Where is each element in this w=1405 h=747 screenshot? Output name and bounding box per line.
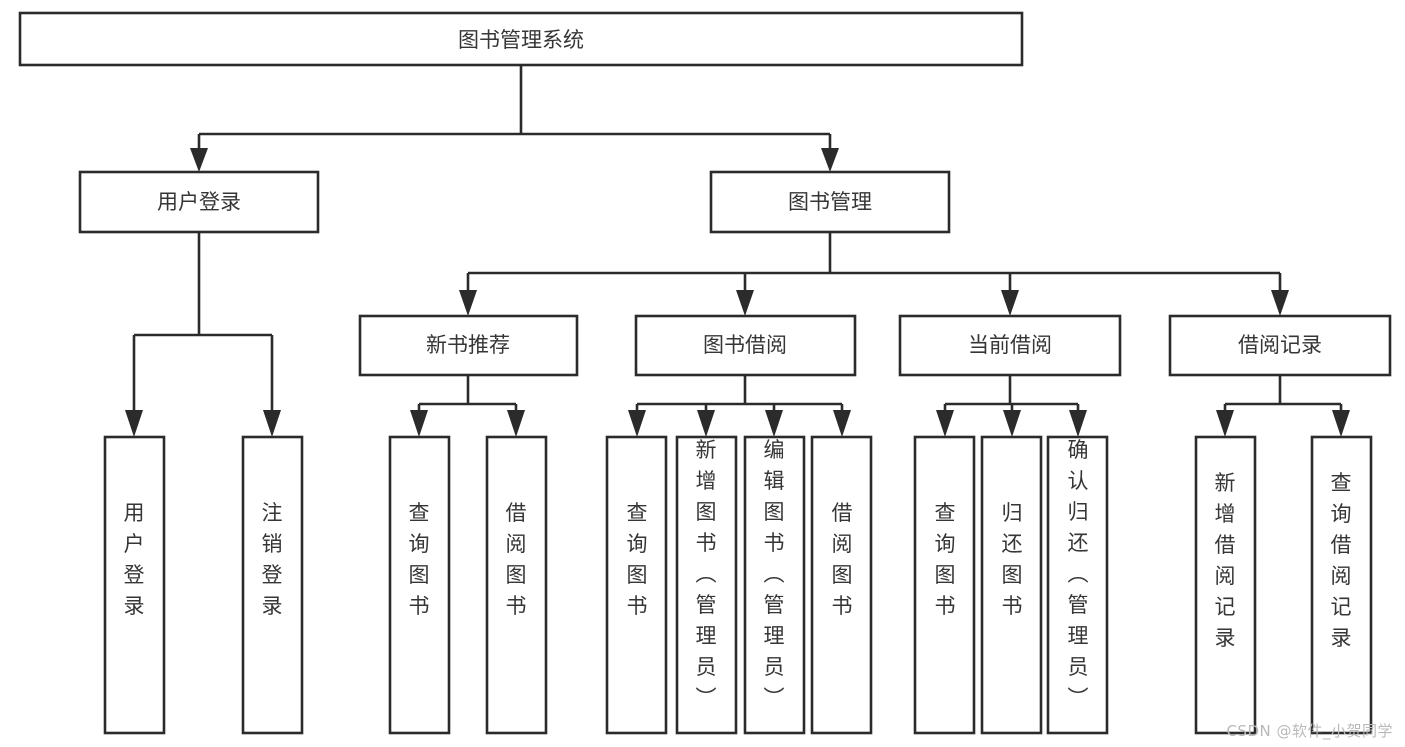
leaf-label: 归还图书: [1002, 501, 1023, 618]
leaf-box[interactable]: [913, 435, 976, 735]
node-book-borrow-box[interactable]: [634, 314, 857, 377]
node-current-borrow-label: 当前借阅: [968, 333, 1052, 357]
leaf-box[interactable]: [1310, 435, 1373, 735]
arrow-head-icon: [263, 410, 281, 437]
node-book-borrow-label: 图书借阅: [703, 333, 787, 357]
node-book-management-box[interactable]: [709, 170, 951, 234]
arrow-head-icon: [736, 290, 754, 316]
arrow-head-icon: [833, 410, 851, 437]
node-book-management[interactable]: 图书管理: [709, 170, 951, 234]
arrow-head-icon: [507, 410, 525, 437]
node-root[interactable]: 图书管理系统: [18, 11, 1024, 67]
leaf-box[interactable]: [1046, 435, 1109, 735]
arrow-head-icon: [459, 290, 477, 316]
leaf-box[interactable]: [810, 435, 873, 735]
leaf-book-borrow-0[interactable]: 查询图书: [605, 435, 668, 735]
leaf-label: 新增借阅记录: [1215, 471, 1236, 650]
leaf-label: 查询图书: [409, 501, 430, 618]
arrow-head-icon: [1001, 290, 1019, 316]
arrow-head-icon: [697, 410, 715, 437]
connector-group-root: [190, 65, 839, 172]
leaf-box[interactable]: [743, 435, 806, 735]
arrow-head-icon: [628, 410, 646, 437]
leaf-box[interactable]: [241, 435, 304, 735]
arrow-head-icon: [1216, 410, 1234, 437]
node-current-borrow[interactable]: 当前借阅: [898, 314, 1122, 377]
leaf-box[interactable]: [103, 435, 166, 735]
arrow-head-icon: [1332, 410, 1350, 437]
leaf-label: 查询图书: [627, 501, 648, 618]
node-new-book-recommend-label: 新书推荐: [426, 333, 510, 357]
leaf-user-login-0[interactable]: 用户登录: [103, 435, 166, 735]
leaf-current-borrow-0[interactable]: 查询图书: [913, 435, 976, 735]
connector-group-current-borrow: [936, 375, 1087, 437]
leaf-box[interactable]: [388, 435, 451, 735]
leaf-current-borrow-2[interactable]: 确认归还︵管理员︶: [1046, 435, 1109, 735]
connector-group-borrow-record: [1216, 375, 1350, 437]
leaf-new-book-1[interactable]: 借阅图书: [485, 435, 548, 735]
arrow-head-icon: [1069, 410, 1087, 437]
arrow-head-icon: [125, 410, 143, 437]
leaf-label: 查询图书: [935, 501, 956, 618]
leaf-label: 新增图书︵管理员︶: [696, 438, 717, 710]
node-book-management-label: 图书管理: [788, 190, 872, 214]
leaf-label: 借阅图书: [506, 501, 527, 618]
leaf-label: 编辑图书︵管理员︶: [764, 438, 785, 710]
arrow-head-icon: [410, 410, 428, 437]
arrow-head-icon: [1003, 410, 1021, 437]
arrow-head-icon: [936, 410, 954, 437]
leaf-box[interactable]: [980, 435, 1043, 735]
leaf-current-borrow-1[interactable]: 归还图书: [980, 435, 1043, 735]
arrow-head-icon: [1271, 290, 1289, 316]
leaf-new-book-0[interactable]: 查询图书: [388, 435, 451, 735]
node-user-login[interactable]: 用户登录: [78, 170, 320, 234]
connector-group-book-borrow: [628, 375, 851, 437]
leaf-label: 注销登录: [262, 501, 283, 618]
node-root-label: 图书管理系统: [458, 28, 584, 52]
node-borrow-record-label: 借阅记录: [1238, 333, 1322, 357]
leaf-user-login-1[interactable]: 注销登录: [241, 435, 304, 735]
connector-group-new-book: [410, 375, 525, 437]
node-user-login-box[interactable]: [78, 170, 320, 234]
leaf-box[interactable]: [485, 435, 548, 735]
node-book-borrow[interactable]: 图书借阅: [634, 314, 857, 377]
leaf-label: 确认归还︵管理员︶: [1068, 438, 1089, 710]
node-user-login-label: 用户登录: [157, 190, 241, 214]
leaf-book-borrow-3[interactable]: 借阅图书: [810, 435, 873, 735]
node-borrow-record-box[interactable]: [1168, 314, 1392, 377]
connector-group-user-login: [125, 232, 281, 437]
leaf-label: 借阅图书: [832, 501, 853, 618]
arrow-head-icon: [765, 410, 783, 437]
node-new-book-recommend-box[interactable]: [358, 314, 579, 377]
arrow-head-icon: [821, 148, 839, 172]
leaf-label: 用户登录: [124, 501, 145, 618]
node-new-book-recommend[interactable]: 新书推荐: [358, 314, 579, 377]
node-root-box[interactable]: [18, 11, 1024, 67]
leaf-box[interactable]: [1194, 435, 1257, 735]
node-current-borrow-box[interactable]: [898, 314, 1122, 377]
leaf-borrow-record-1[interactable]: 查询借阅记录: [1310, 435, 1373, 735]
node-borrow-record[interactable]: 借阅记录: [1168, 314, 1392, 377]
leaf-box[interactable]: [675, 435, 738, 735]
leaf-book-borrow-2[interactable]: 编辑图书︵管理员︶: [743, 435, 806, 735]
connector-group-book-mgmt: [459, 232, 1289, 316]
leaf-box[interactable]: [605, 435, 668, 735]
leaf-book-borrow-1[interactable]: 新增图书︵管理员︶: [675, 435, 738, 735]
leaf-borrow-record-0[interactable]: 新增借阅记录: [1194, 435, 1257, 735]
arrow-head-icon: [190, 148, 208, 172]
leaf-label: 查询借阅记录: [1331, 471, 1352, 650]
